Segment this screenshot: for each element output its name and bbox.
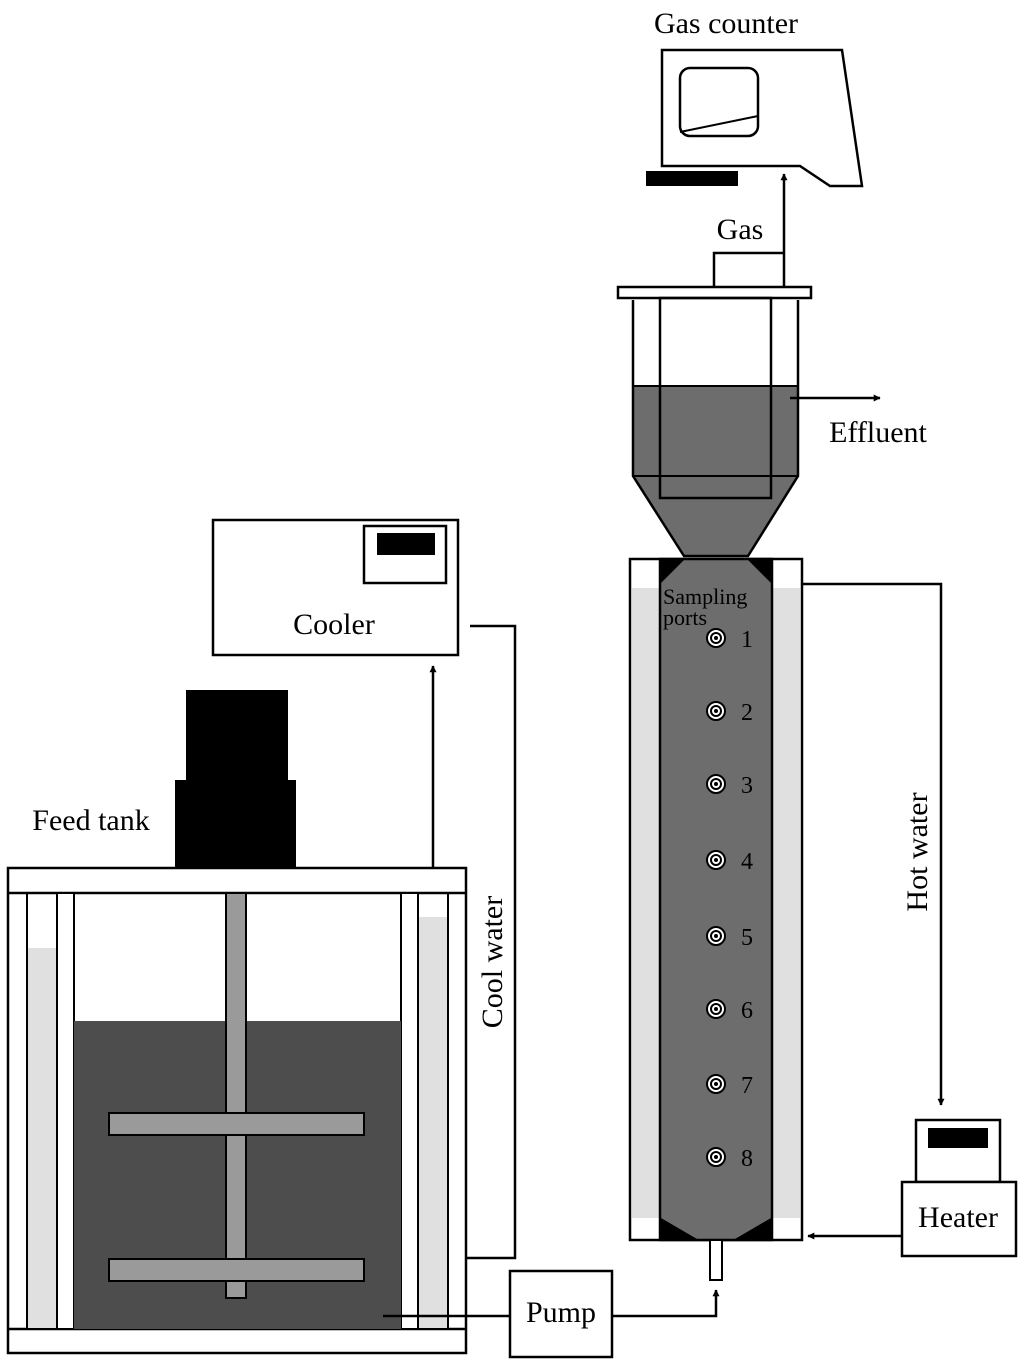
- cooler-display: [377, 533, 435, 555]
- heater-label: Heater: [918, 1201, 998, 1234]
- reactor-sludge-bed: [658, 557, 774, 1242]
- sampling-port-number: 1: [741, 627, 753, 653]
- reactor-column: [628, 557, 804, 1281]
- gas-counter-label: Gas counter: [654, 7, 798, 40]
- cooler-label: Cooler: [293, 608, 375, 641]
- reactor-jacket-water-right: [772, 588, 800, 1218]
- stirrer-blade-upper: [108, 1112, 365, 1136]
- sampling-port-4: 4: [706, 849, 753, 875]
- gas-label: Gas: [717, 213, 764, 246]
- heater: [900, 1118, 1018, 1258]
- sampling-port-6: 6: [706, 998, 753, 1024]
- sampling-port-number: 4: [741, 849, 753, 875]
- sampling-port-7: 7: [706, 1073, 753, 1099]
- sampling-port-number: 3: [741, 773, 753, 799]
- sampling-port-number: 8: [741, 1146, 753, 1172]
- sampling-port-number: 6: [741, 998, 753, 1024]
- sampling-ports: 1 2 3 4 5 6 7 8: [706, 627, 753, 1172]
- gas-counter-base: [646, 171, 738, 186]
- pump: [508, 1269, 614, 1359]
- sampling-port-2: 2: [706, 700, 753, 726]
- cool-water-label: Cool water: [476, 896, 509, 1028]
- pump-label: Pump: [526, 1296, 596, 1329]
- sampling-port-number: 2: [741, 700, 753, 726]
- gas-counter-display: [678, 66, 760, 138]
- gas-line: [712, 173, 788, 295]
- heater-display: [928, 1128, 988, 1148]
- sampling-port-5: 5: [706, 925, 753, 951]
- feed-tank: [6, 690, 468, 1355]
- feed-tank-label: Feed tank: [32, 804, 149, 837]
- effluent-label: Effluent: [829, 416, 927, 449]
- sampling-port-number: 7: [741, 1073, 753, 1099]
- separator-baffle: [658, 296, 773, 500]
- feed-tank-jacket-water-left: [27, 948, 56, 1328]
- reactor-inlet: [709, 1239, 723, 1281]
- feed-line: [383, 1289, 720, 1318]
- hot-water-line: [802, 582, 945, 1106]
- sampling-port-number: 5: [741, 925, 753, 951]
- reactor-jacket-water-left: [632, 588, 660, 1218]
- separator-lid: [616, 285, 813, 300]
- sampling-port-1: 1: [706, 627, 753, 653]
- cooler: [211, 518, 460, 657]
- sampling-port-3: 3: [706, 773, 753, 799]
- sampling-port-8: 8: [706, 1146, 753, 1172]
- stirrer-shaft: [225, 892, 247, 1299]
- stirrer-blade-lower: [108, 1258, 365, 1282]
- feed-tank-jacket-water-right: [418, 917, 448, 1328]
- stirrer-motor: [186, 690, 288, 780]
- hot-water-label: Hot water: [901, 792, 934, 911]
- sampling-ports-label: Sampling ports: [663, 584, 753, 630]
- separator: [616, 285, 813, 558]
- gas-counter: [646, 48, 864, 188]
